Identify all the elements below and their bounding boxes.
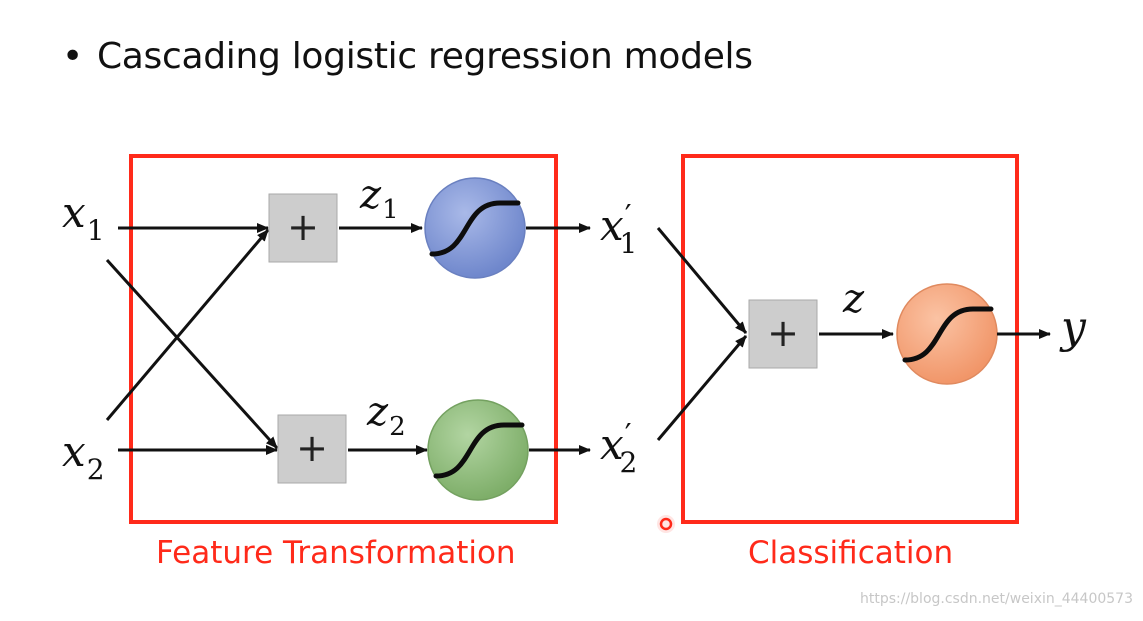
sigmoid-curve-icon: [902, 306, 994, 363]
bullet-title: • Cascading logistic regression models: [62, 36, 753, 77]
bullet-text: Cascading logistic regression models: [96, 36, 753, 77]
classification-box: [681, 154, 1019, 524]
sum-node-1-symbol: +: [287, 205, 319, 249]
caption-feature-transformation: Feature Transformation: [156, 535, 516, 571]
sigmoid-curve-icon: [433, 422, 525, 479]
sigmoid-node-2: [427, 399, 529, 501]
x2-prime-label: x′2: [600, 418, 637, 479]
watermark: https://blog.csdn.net/weixin_44400573: [859, 591, 1133, 607]
caption-classification: Classification: [748, 535, 954, 571]
z1-label: z1: [359, 172, 399, 225]
sum-node-1: [268, 193, 338, 263]
sum-node-3: [748, 299, 818, 369]
sigmoid-node-3: [896, 283, 998, 385]
input-x1-label: x1: [62, 188, 105, 247]
arrow-x2prime-to-sum3: [656, 335, 748, 441]
arrow-x1-to-sum2: [105, 258, 279, 450]
cursor-dot: [659, 517, 673, 531]
feature-transformation-box: [129, 154, 558, 524]
input-x2-label: x2: [62, 427, 105, 486]
z2-label: z2: [366, 389, 406, 442]
arrow-x2-to-sum1: [105, 229, 270, 421]
x1-prime-label: x′1: [600, 199, 637, 260]
sum-node-2-symbol: +: [296, 426, 328, 470]
output-y-label: y: [1059, 302, 1087, 353]
bullet-dot: •: [62, 36, 83, 77]
sum-node-2: [277, 414, 347, 484]
z-label: z: [842, 276, 865, 322]
sigmoid-node-1: [424, 177, 526, 279]
sum-node-3-symbol: +: [767, 311, 799, 355]
arrow-x1prime-to-sum3: [656, 227, 748, 334]
sigmoid-curve-icon: [429, 200, 521, 257]
